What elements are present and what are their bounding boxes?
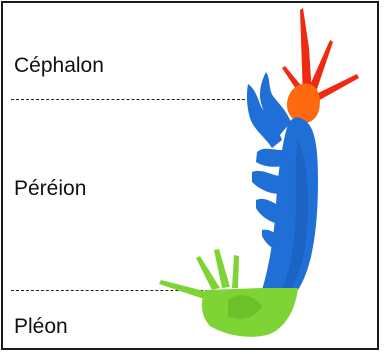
pereiopod-4 <box>252 171 281 194</box>
uropod-4 <box>232 255 239 288</box>
antenna-2 <box>310 40 333 92</box>
pereiopod-3 <box>256 149 283 167</box>
uropod-1 <box>159 280 208 300</box>
cephalon-head <box>287 84 320 124</box>
uropod-3 <box>214 249 230 288</box>
antennae <box>282 8 359 102</box>
